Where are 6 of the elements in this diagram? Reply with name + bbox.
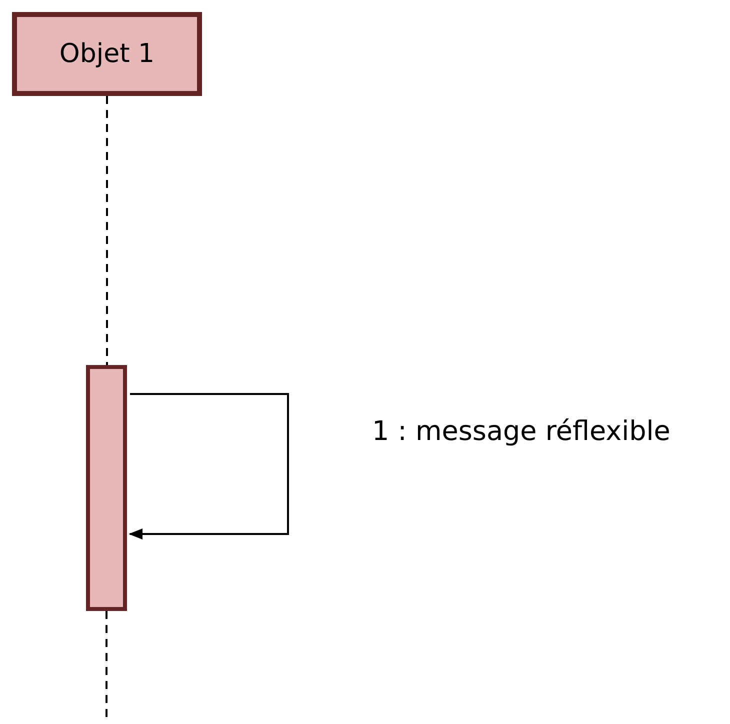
message-arrow: [128, 393, 289, 540]
object-name: Objet 1: [59, 39, 155, 69]
object-box: [12, 12, 202, 96]
edge-label: 1 : message réflexible: [372, 416, 670, 447]
lifeline: [106, 96, 108, 365]
activation-bar: [86, 365, 127, 611]
